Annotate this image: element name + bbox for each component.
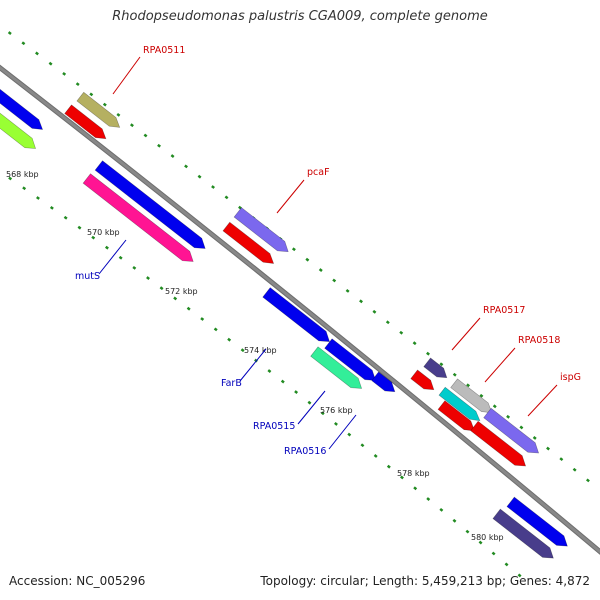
gene-blue-topleft bbox=[0, 81, 44, 130]
leader-line bbox=[451, 317, 481, 351]
leader-line bbox=[112, 56, 141, 95]
gene-red-0518-arrow bbox=[437, 400, 476, 432]
accession-label: Accession: bbox=[9, 574, 73, 588]
gene-red-0518 bbox=[437, 400, 476, 432]
gene-lime-topleft bbox=[0, 100, 37, 149]
gene-label: RPA0515 bbox=[253, 421, 295, 432]
gene-red-0517 bbox=[410, 369, 435, 391]
gene-label: FarB bbox=[221, 378, 242, 389]
tick-label: 570 kbp bbox=[87, 228, 120, 237]
gene-red-ispg bbox=[470, 420, 527, 467]
gene-blue-4 bbox=[324, 338, 377, 381]
gene-pink-arrow bbox=[82, 173, 194, 262]
tick-label: 578 kbp bbox=[397, 469, 430, 478]
gene-grey-0518-arrow bbox=[450, 378, 493, 414]
gene-red-ispg-arrow bbox=[470, 420, 527, 467]
gene-cyan-0518-arrow bbox=[438, 386, 481, 422]
length-value: 5,459,213 bp bbox=[421, 574, 502, 588]
gene-red-1-arrow bbox=[64, 104, 107, 140]
gene-red-pcaf bbox=[222, 221, 275, 264]
gene-blue-5-arrow bbox=[371, 371, 396, 393]
gene-violet-ispg-arrow bbox=[483, 407, 540, 454]
accession-info: Accession: NC_005296 bbox=[9, 574, 145, 588]
gene-label: RPA0518 bbox=[518, 335, 560, 346]
gene-navy-0517-arrow bbox=[423, 357, 448, 379]
gene-khaki bbox=[76, 91, 121, 128]
gene-label: RPA0511 bbox=[143, 45, 185, 56]
tick-label: 572 kbp bbox=[165, 287, 198, 296]
gene-violet-ispg bbox=[483, 407, 540, 454]
gene-violet-pcaf bbox=[233, 207, 289, 253]
gene-lime-topleft-arrow bbox=[0, 100, 37, 149]
gene-violet-pcaf-arrow bbox=[233, 207, 289, 253]
leader-line bbox=[239, 348, 267, 382]
map-title: Rhodopseudomonas palustris CGA009, compl… bbox=[112, 9, 488, 24]
gene-aqua-arrow bbox=[310, 346, 363, 389]
genome-stats: Topology: circular; Length: 5,459,213 bp… bbox=[260, 574, 590, 588]
gene-label: RPA0517 bbox=[483, 305, 525, 316]
gene-blue-6-arrow bbox=[506, 496, 568, 547]
gene-grey-0518 bbox=[450, 378, 493, 414]
leader-line bbox=[527, 384, 558, 417]
tick-label: 576 kbp bbox=[320, 406, 353, 415]
gene-blue-2 bbox=[94, 160, 206, 249]
topology-value: circular bbox=[320, 574, 365, 588]
gene-blue-6 bbox=[506, 496, 568, 547]
leader-line bbox=[297, 390, 326, 425]
outer-tick-ring bbox=[0, 24, 600, 491]
gene-blue-topleft-arrow bbox=[0, 81, 44, 130]
gene-navy-0517 bbox=[423, 357, 448, 379]
gene-label: mutS bbox=[75, 271, 100, 282]
gene-label: ispG bbox=[560, 372, 581, 383]
leader-line bbox=[98, 239, 127, 275]
accession-value: NC_005296 bbox=[76, 574, 146, 588]
backbone bbox=[0, 65, 600, 554]
gene-red-1 bbox=[64, 104, 107, 140]
gene-blue-3-arrow bbox=[262, 287, 330, 342]
gene-red-0517-arrow bbox=[410, 369, 435, 391]
gene-red-pcaf-arrow bbox=[222, 221, 275, 264]
gene-navy-6 bbox=[492, 508, 554, 559]
gene-blue-4-arrow bbox=[324, 338, 377, 381]
genes-label: Genes: bbox=[509, 574, 552, 588]
tick-label: 580 kbp bbox=[471, 533, 504, 542]
gene-pink bbox=[82, 173, 194, 262]
gene-aqua bbox=[310, 346, 363, 389]
gene-blue-5 bbox=[371, 371, 396, 393]
leader-line bbox=[328, 414, 357, 450]
length-label: Length: bbox=[372, 574, 419, 588]
gene-khaki-arrow bbox=[76, 91, 121, 128]
gene-cyan-0518 bbox=[438, 386, 481, 422]
gene-blue-2-arrow bbox=[94, 160, 206, 249]
gene-label: RPA0516 bbox=[284, 446, 326, 457]
leader-line bbox=[276, 179, 305, 214]
tick-label: 574 kbp bbox=[244, 346, 277, 355]
gene-label: pcaF bbox=[307, 167, 330, 178]
gene-navy-6-arrow bbox=[492, 508, 554, 559]
genes-value: 4,872 bbox=[555, 574, 590, 588]
gene-blue-3 bbox=[262, 287, 330, 342]
leader-line bbox=[484, 347, 516, 383]
tick-label: 568 kbp bbox=[6, 170, 39, 179]
topology-label: Topology: bbox=[260, 574, 317, 588]
